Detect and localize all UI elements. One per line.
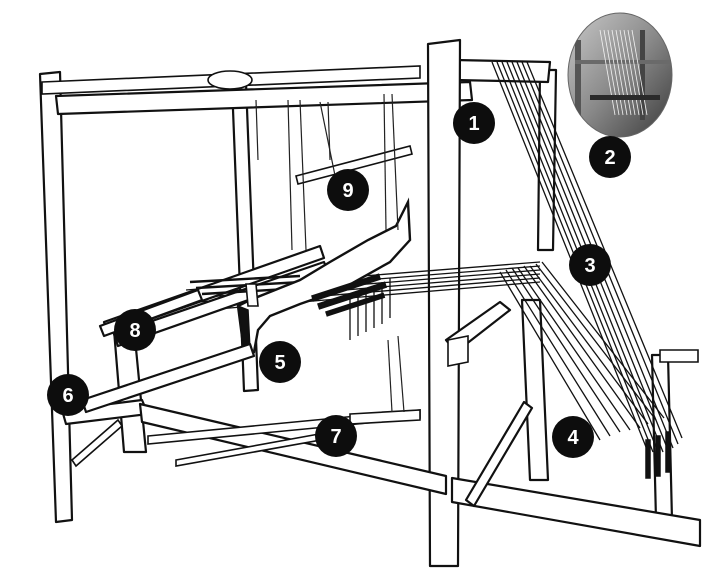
heddle-rod: [255, 93, 413, 251]
svg-text:2: 2: [604, 147, 615, 169]
treadles: [147, 335, 421, 467]
marker-8: 8: [114, 309, 156, 351]
svg-text:1: 1: [468, 113, 479, 135]
svg-text:8: 8: [129, 320, 140, 342]
svg-text:6: 6: [62, 385, 73, 407]
marker-3: 3: [569, 244, 611, 286]
marker-1: 1: [453, 102, 495, 144]
svg-text:3: 3: [584, 255, 595, 277]
marker-4: 4: [552, 416, 594, 458]
marker-7: 7: [315, 415, 357, 457]
marker-2: 2: [589, 136, 631, 178]
svg-text:7: 7: [330, 426, 341, 448]
marker-5: 5: [259, 341, 301, 383]
inset-loom-photo: [567, 12, 673, 138]
svg-text:5: 5: [274, 352, 285, 374]
marker-6: 6: [47, 374, 89, 416]
loom-frame: [38, 38, 702, 568]
svg-text:4: 4: [567, 427, 579, 449]
marker-9: 9: [327, 169, 369, 211]
svg-text:9: 9: [342, 180, 353, 202]
